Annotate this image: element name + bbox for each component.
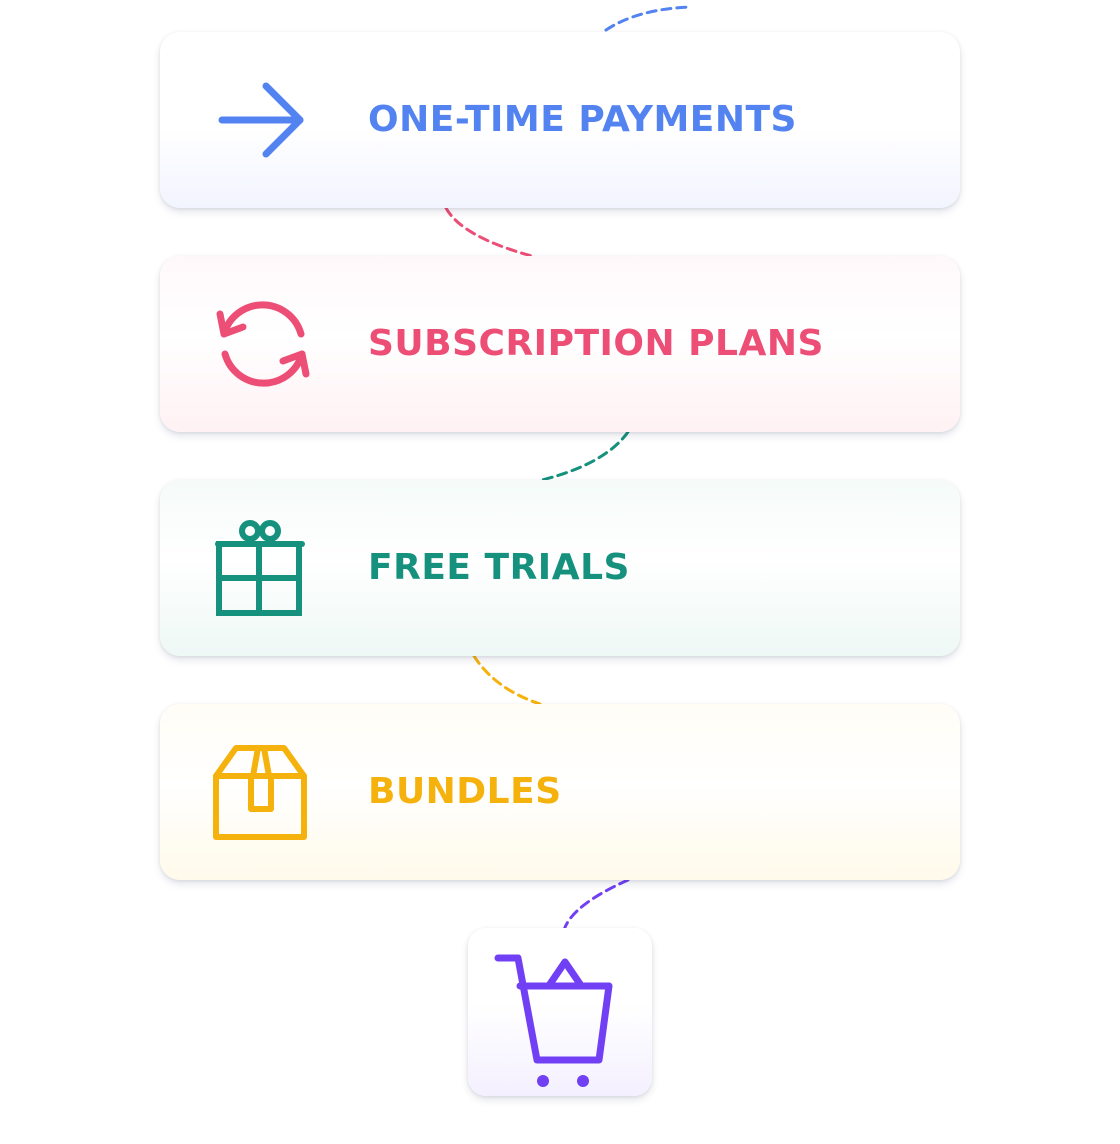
option-label: FREE TRIALS	[368, 547, 630, 588]
option-card-one-time-payments[interactable]: ONE-TIME PAYMENTS	[160, 32, 960, 208]
cart-tile[interactable]	[468, 928, 652, 1096]
connector-trials-bundles	[472, 654, 542, 706]
option-label: BUNDLES	[368, 771, 562, 812]
option-card-subscription-plans[interactable]: SUBSCRIPTION PLANS	[160, 256, 960, 432]
connector-top	[604, 5, 692, 32]
package-box-icon	[208, 744, 320, 840]
refresh-icon	[208, 296, 320, 392]
option-label: ONE-TIME PAYMENTS	[368, 99, 797, 140]
gift-icon	[208, 520, 320, 616]
shopping-cart-icon	[494, 954, 613, 1087]
connector-bundles-cart	[562, 878, 630, 932]
connector-payments-subscriptions	[444, 206, 534, 258]
arrow-right-icon	[208, 72, 320, 168]
option-card-bundles[interactable]: BUNDLES	[160, 704, 960, 880]
option-card-free-trials[interactable]: FREE TRIALS	[160, 480, 960, 656]
option-label: SUBSCRIPTION PLANS	[368, 323, 824, 364]
connector-subscriptions-trials	[540, 430, 630, 482]
